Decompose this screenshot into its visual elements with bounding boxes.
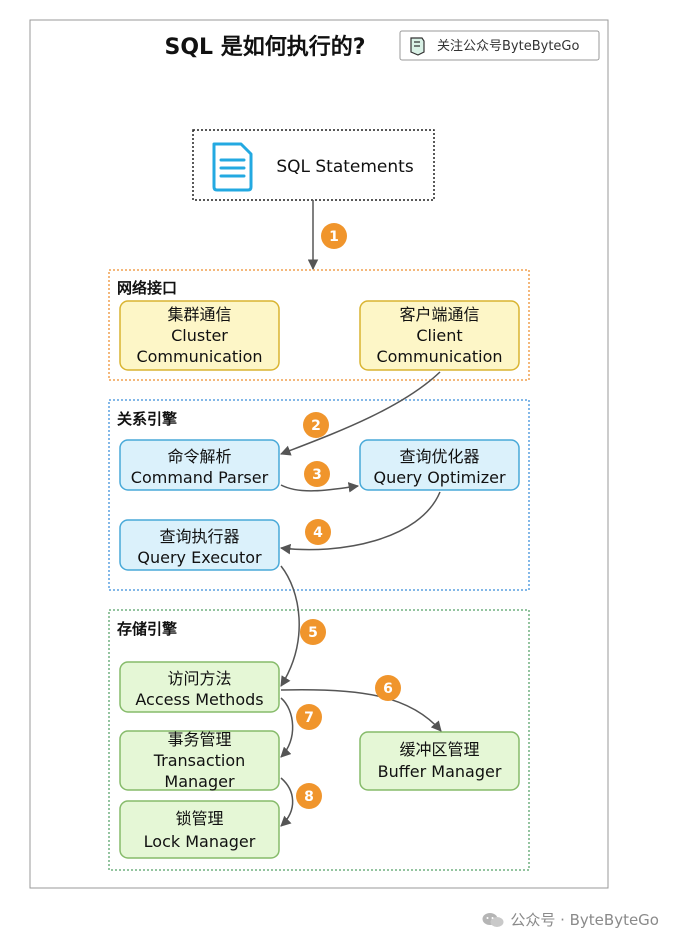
transaction-en2: Manager [164, 772, 235, 791]
transaction-zh: 事务管理 [167, 730, 231, 749]
parser-en: Command Parser [131, 468, 269, 487]
svg-text:8: 8 [304, 789, 314, 805]
client-zh: 客户端通信 [399, 305, 479, 324]
parser-zh: 命令解析 [167, 447, 231, 466]
svg-text:3: 3 [312, 467, 322, 483]
svg-text:1: 1 [329, 229, 339, 245]
svg-text:6: 6 [383, 681, 393, 697]
follow-badge[interactable]: 关注公众号ByteByteGo [399, 30, 600, 61]
cluster-en2: Communication [136, 347, 262, 366]
arrow-2 [280, 371, 441, 456]
step-badge-5: 5 [300, 619, 326, 645]
sql-statements-box: SQL Statements [192, 129, 435, 201]
arrow-4 [279, 491, 441, 555]
network-section: 网络接口 [108, 269, 530, 381]
step-badge-8: 8 [296, 783, 322, 809]
lock-en: Lock Manager [144, 832, 256, 851]
buffer-manager-node[interactable]: 缓冲区管理 Buffer Manager [359, 731, 520, 791]
network-section-title: 网络接口 [117, 279, 177, 297]
badge-text: 关注公众号ByteByteGo [437, 39, 579, 54]
arrow-8 [280, 777, 294, 827]
relational-section: 关系引擎 [108, 399, 530, 591]
client-communication-node[interactable]: 客户端通信 Client Communication [359, 300, 520, 371]
step-badge-2: 2 [303, 412, 329, 438]
step-badge-7: 7 [296, 704, 322, 730]
cluster-communication-node[interactable]: 集群通信 Cluster Communication [119, 300, 280, 371]
query-optimizer-node[interactable]: 查询优化器 Query Optimizer [359, 439, 520, 491]
diagram-title: SQL 是如何执行的? [165, 34, 366, 60]
document-icon [212, 142, 253, 192]
storage-section-title: 存储引擎 [117, 620, 177, 638]
svg-text:7: 7 [304, 710, 314, 726]
svg-text:2: 2 [311, 418, 321, 434]
sql-statements-label: SQL Statements [276, 157, 414, 177]
access-methods-node[interactable]: 访问方法 Access Methods [119, 661, 280, 713]
svg-text:5: 5 [308, 625, 318, 641]
step-badge-1: 1 [321, 223, 347, 249]
wechat-icon [482, 912, 504, 928]
arrow-3 [280, 482, 360, 493]
step-badge-6: 6 [375, 675, 401, 701]
cluster-en1: Cluster [171, 326, 228, 345]
optimizer-en: Query Optimizer [373, 468, 505, 487]
buffer-zh: 缓冲区管理 [399, 740, 479, 759]
step-badge-4: 4 [305, 519, 331, 545]
lock-manager-node[interactable]: 锁管理 Lock Manager [119, 800, 280, 859]
svg-text:4: 4 [313, 525, 323, 541]
arrow-7 [280, 697, 294, 758]
storage-section: 存储引擎 [108, 609, 530, 871]
executor-zh: 查询执行器 [159, 527, 239, 546]
step-badge-3: 3 [304, 461, 330, 487]
transaction-en1: Transaction [153, 751, 246, 770]
relational-section-title: 关系引擎 [117, 410, 177, 428]
footer-watermark: 公众号 · ByteByteGo [482, 909, 659, 930]
access-en: Access Methods [135, 690, 263, 709]
client-en1: Client [416, 326, 462, 345]
client-en2: Communication [376, 347, 502, 366]
optimizer-zh: 查询优化器 [399, 447, 479, 466]
query-executor-node[interactable]: 查询执行器 Query Executor [119, 519, 280, 571]
lock-zh: 锁管理 [175, 809, 223, 828]
arrow-5 [280, 565, 300, 687]
access-zh: 访问方法 [167, 669, 231, 688]
cluster-zh: 集群通信 [167, 305, 231, 324]
transaction-manager-node[interactable]: 事务管理 Transaction Manager [119, 730, 280, 791]
bytebytego-logo-icon [410, 37, 425, 56]
buffer-en: Buffer Manager [378, 762, 502, 781]
executor-en: Query Executor [137, 548, 262, 567]
command-parser-node[interactable]: 命令解析 Command Parser [119, 439, 280, 491]
footer-text: 公众号 · ByteByteGo [510, 911, 659, 929]
